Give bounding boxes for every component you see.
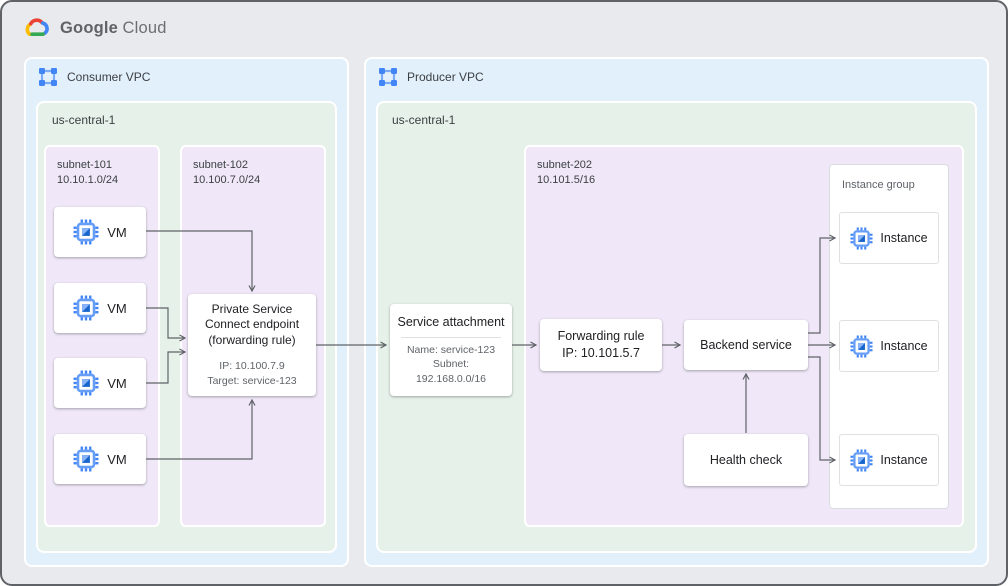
instance-label: Instance xyxy=(880,231,928,245)
psc-endpoint-card: Private Service Connect endpoint (forwar… xyxy=(188,294,316,396)
consumer-region-label: us-central-1 xyxy=(52,113,116,127)
vm-card-1: VM xyxy=(54,207,146,257)
google-cloud-icon xyxy=(25,18,49,37)
psc-endpoint-target: Target: service-123 xyxy=(207,374,297,387)
vm-label: VM xyxy=(107,451,127,467)
subnet-102-label: subnet-102 10.100.7.0/24 xyxy=(182,147,324,189)
service-attachment-name: Name: service-123 xyxy=(406,343,496,356)
compute-engine-icon xyxy=(73,370,99,396)
subnet-101-label: subnet-101 10.10.1.0/24 xyxy=(46,147,158,189)
compute-engine-icon xyxy=(73,446,99,472)
vpc-network-icon xyxy=(39,68,57,86)
producer-vpc-header: Producer VPC xyxy=(378,67,484,87)
instance-group-label: Instance group xyxy=(842,179,915,191)
instance-card-3: Instance xyxy=(839,434,939,486)
vm-label: VM xyxy=(107,375,127,391)
vm-card-3: VM xyxy=(54,358,146,408)
vm-card-4: VM xyxy=(54,434,146,484)
backend-service-card: Backend service xyxy=(684,320,808,370)
producer-region-label: us-central-1 xyxy=(392,113,456,127)
instance-card-1: Instance xyxy=(839,212,939,264)
instance-card-2: Instance xyxy=(839,320,939,372)
producer-vpc-label: Producer VPC xyxy=(407,70,484,84)
subnet-202-label: subnet-202 10.101.5/16 xyxy=(526,147,962,189)
instance-label: Instance xyxy=(880,453,928,467)
forwarding-rule-card: Forwarding rule IP: 10.101.5.7 xyxy=(540,319,662,371)
service-attachment-subnet-cidr: 192.168.0.0/16 xyxy=(415,372,487,385)
service-attachment-subnet-label: Subnet: xyxy=(432,358,470,371)
divider xyxy=(401,336,501,338)
health-check-label: Health check xyxy=(709,453,783,467)
instance-label: Instance xyxy=(880,339,928,353)
compute-engine-icon xyxy=(850,226,873,250)
forwarding-rule-title: Forwarding rule xyxy=(557,329,645,344)
health-check-card: Health check xyxy=(684,434,808,486)
logo-text-cloud: Cloud xyxy=(122,18,167,37)
subnet-202-cidr: 10.101.5/16 xyxy=(537,174,596,187)
logo-text-google: Google xyxy=(60,18,119,37)
subnet-101-cidr: 10.10.1.0/24 xyxy=(57,174,119,187)
subnet-101-name: subnet-101 xyxy=(57,159,113,171)
vm-card-2: VM xyxy=(54,283,146,333)
psc-endpoint-ip: IP: 10.100.7.9 xyxy=(219,360,285,373)
subnet-202-name: subnet-202 xyxy=(537,159,593,171)
psc-endpoint-title: Private Service Connect endpoint (forwar… xyxy=(204,301,300,347)
compute-engine-icon xyxy=(850,448,873,472)
consumer-vpc-header: Consumer VPC xyxy=(38,67,150,87)
backend-service-label: Backend service xyxy=(700,338,792,352)
forwarding-rule-ip: IP: 10.101.5.7 xyxy=(562,346,640,360)
subnet-102-cidr: 10.100.7.0/24 xyxy=(193,174,261,187)
vm-label: VM xyxy=(107,224,127,240)
compute-engine-icon xyxy=(850,334,873,358)
vm-label: VM xyxy=(107,300,127,316)
compute-engine-icon xyxy=(73,295,99,321)
service-attachment-title: Service attachment xyxy=(397,314,505,329)
google-cloud-logo: Google Cloud xyxy=(22,16,167,40)
subnet-102-name: subnet-102 xyxy=(193,159,249,171)
vpc-network-icon xyxy=(379,68,397,86)
compute-engine-icon xyxy=(73,219,99,245)
consumer-vpc-label: Consumer VPC xyxy=(67,70,151,84)
service-attachment-card: Service attachment Name: service-123 Sub… xyxy=(390,304,512,396)
